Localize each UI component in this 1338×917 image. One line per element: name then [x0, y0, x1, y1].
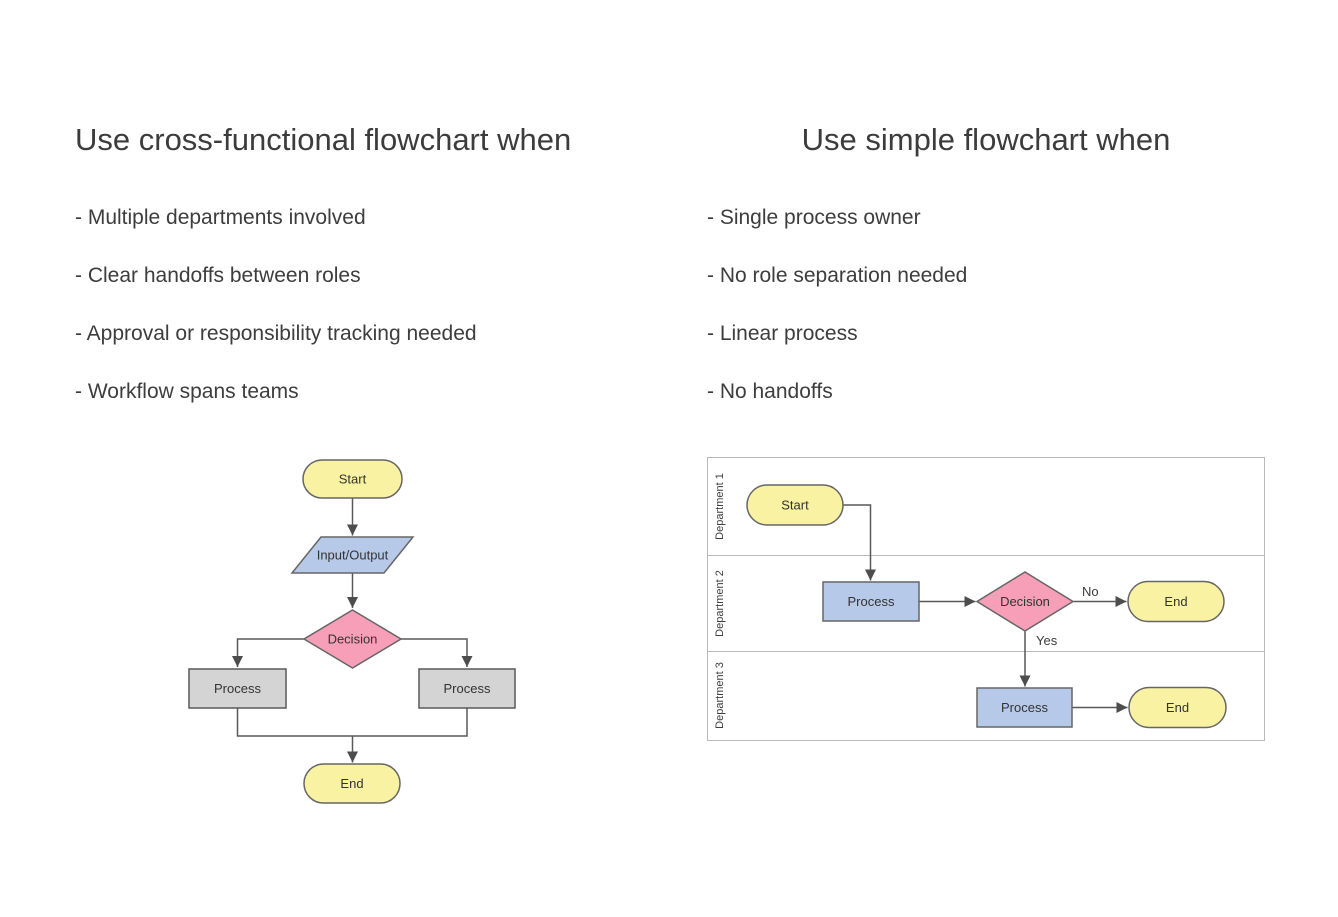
- decision-label: Decision: [328, 632, 378, 647]
- swimlane-start-label: Start: [781, 498, 809, 513]
- flowchart-connectors: [232, 498, 473, 763]
- swimlane-process3-shape: [976, 687, 1073, 728]
- cross-functional-flowchart: Start Input/Output Decision Process Proc…: [188, 459, 516, 804]
- list-item: - Multiple departments involved: [75, 206, 366, 229]
- list-item: - Clear handoffs between roles: [75, 264, 361, 287]
- edge-label-yes: Yes: [1036, 633, 1058, 648]
- start-terminator-shape: [302, 459, 403, 499]
- right-bullet-list: - Single process owner - No role separat…: [707, 206, 967, 438]
- edge-label-no: No: [1082, 584, 1099, 599]
- swimlane-start-shape: [746, 484, 844, 526]
- process-right-shape: [418, 668, 516, 709]
- swimlane-process2-label: Process: [848, 594, 895, 609]
- list-item: - Single process owner: [707, 206, 921, 229]
- connector-left-process-merge: [236, 708, 353, 737]
- process-left-shape: [188, 668, 287, 709]
- lane-label-department-2: Department 2: [714, 570, 726, 637]
- connector-start-to-process2: [843, 504, 876, 581]
- list-item: - Workflow spans teams: [75, 380, 299, 403]
- left-bullet-list: - Multiple departments involved - Clear …: [75, 206, 477, 438]
- swimlane-process3-label: Process: [1001, 700, 1048, 715]
- swimlane-decision-diamond: [975, 571, 1075, 632]
- left-section-title: Use cross-functional flowchart when: [75, 122, 572, 157]
- list-item: - Approval or responsibility tracking ne…: [75, 322, 477, 345]
- input-output-label: Input/Output: [317, 548, 389, 563]
- list-item: - No role separation needed: [707, 264, 968, 287]
- swimlane-end2-shape: [1127, 580, 1225, 623]
- right-section-title: Use simple flowchart when: [801, 122, 1171, 157]
- process-left-label: Process: [214, 681, 261, 696]
- swimlane-end3-label: End: [1166, 700, 1189, 715]
- list-item: - No handoffs: [707, 380, 833, 403]
- process-right-label: Process: [444, 681, 491, 696]
- swimlane-end3-shape: [1128, 686, 1227, 729]
- swimlane-process2-shape: [822, 581, 920, 622]
- swimlane-end2-label: End: [1164, 594, 1187, 609]
- swimlane-diagram: Department 1 Department 2 Department 3 S…: [707, 457, 1265, 741]
- start-label: Start: [339, 472, 367, 487]
- connector-right-process-merge: [352, 708, 468, 737]
- end-label: End: [340, 776, 363, 791]
- swimlane-connectors: [843, 504, 1128, 713]
- connector-decision-to-left-process: [232, 638, 304, 667]
- swimlane-container-border: [707, 457, 1265, 741]
- end-terminator-shape: [303, 763, 401, 804]
- swimlane-decision-label: Decision: [1000, 594, 1050, 609]
- connector-decision-to-right-process: [401, 638, 473, 667]
- lane-label-department-3: Department 3: [714, 662, 726, 729]
- list-item: - Linear process: [707, 322, 858, 345]
- input-output-parallelogram: [290, 536, 415, 574]
- decision-diamond: [302, 609, 403, 669]
- lane-label-department-1: Department 1: [714, 473, 726, 540]
